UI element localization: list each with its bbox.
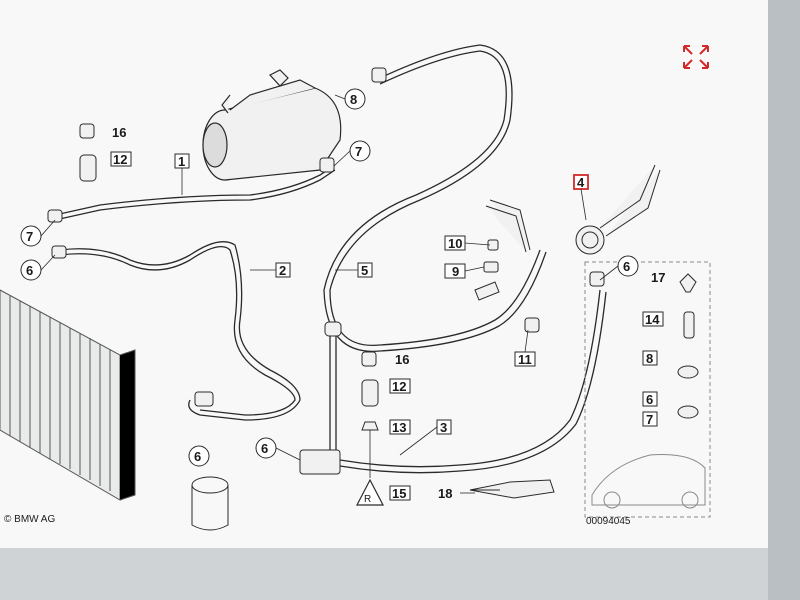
- callout-13: 13: [392, 420, 406, 435]
- callout-11: 11: [518, 352, 532, 367]
- callout-8b: 8: [646, 351, 653, 366]
- callout-4: 4: [577, 175, 585, 190]
- callout-1: 1: [178, 154, 185, 169]
- svg-text:R: R: [364, 494, 371, 505]
- vehicle-inset: [591, 454, 706, 509]
- bracket: [191, 476, 229, 531]
- callout-17: 17: [651, 270, 665, 285]
- callout-7c: 7: [646, 412, 653, 427]
- callout-6b: 6: [623, 259, 630, 274]
- callout-circles: [20, 88, 639, 467]
- callout-7b: 7: [26, 229, 33, 244]
- drawing-number: 00094045: [586, 516, 631, 527]
- fittings: [47, 67, 661, 475]
- callout-14: 14: [645, 312, 660, 327]
- callout-8a: 8: [350, 92, 357, 107]
- callout-10: 10: [448, 236, 462, 251]
- callout-12a: 12: [113, 152, 127, 167]
- callout-16b: 16: [395, 352, 409, 367]
- expand-arrows-icon[interactable]: [683, 45, 709, 69]
- compressor: [202, 69, 342, 181]
- callout-18: 18: [438, 486, 452, 501]
- hose-3: [339, 289, 601, 468]
- callout-6d: 6: [261, 441, 268, 456]
- hose-1: [54, 164, 336, 216]
- spare-parts-right: [469, 273, 699, 499]
- callout-15: 15: [392, 486, 406, 501]
- callout-6a: 6: [26, 263, 33, 278]
- hose-2: [59, 241, 301, 421]
- hose-5: [329, 44, 541, 346]
- callout-6e: 6: [646, 392, 653, 407]
- warning-triangle-icon: R: [356, 478, 384, 506]
- leader-lines: [40, 94, 619, 494]
- callout-16a: 16: [112, 125, 126, 140]
- condenser: [0, 289, 136, 501]
- copyright-label: © BMW AG: [4, 514, 55, 525]
- callout-2: 2: [279, 263, 286, 278]
- screen-edge: [768, 0, 800, 600]
- callout-7a: 7: [355, 144, 362, 159]
- callout-3: 3: [440, 420, 447, 435]
- callout-6c: 6: [194, 449, 201, 464]
- parts-frame: [584, 261, 711, 518]
- callout-12b: 12: [392, 379, 406, 394]
- callout-9: 9: [452, 264, 459, 279]
- callout-boxes: [110, 151, 664, 501]
- callout-5: 5: [361, 263, 368, 278]
- spare-parts-left: [79, 123, 499, 431]
